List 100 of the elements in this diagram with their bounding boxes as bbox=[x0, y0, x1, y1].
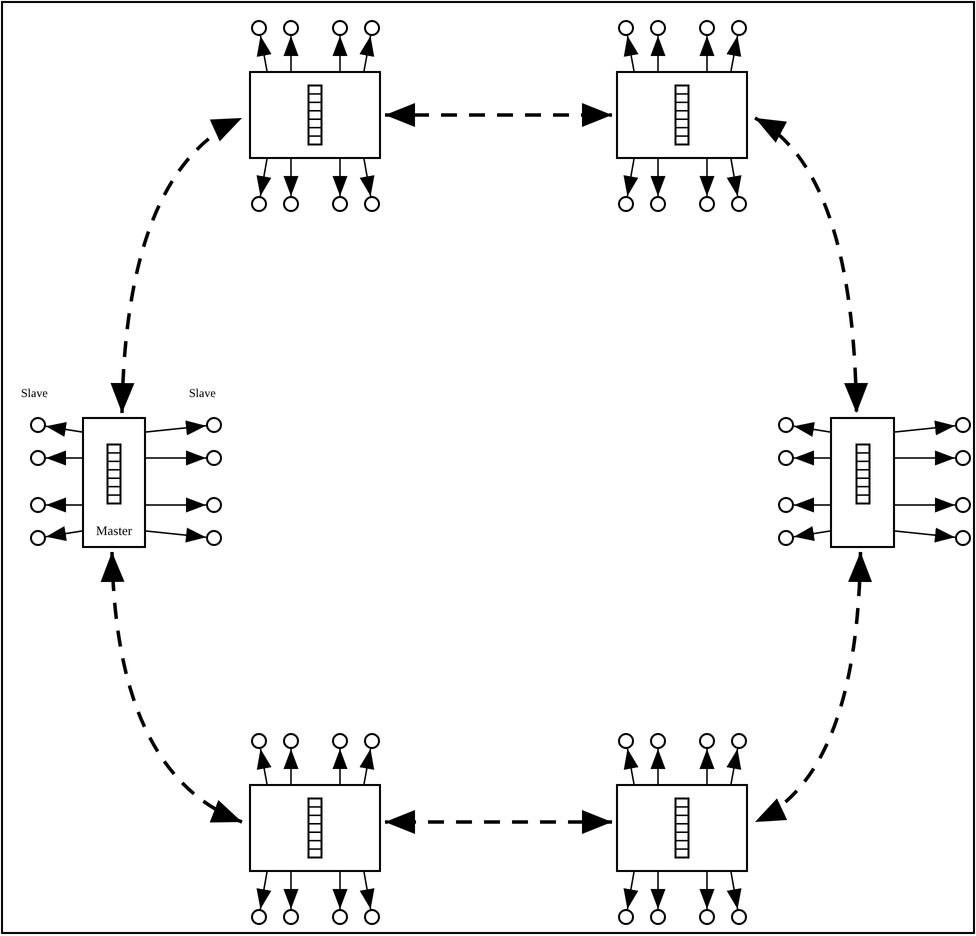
arrow bbox=[700, 872, 714, 909]
arrow bbox=[46, 422, 82, 437]
arrow bbox=[284, 872, 298, 909]
node-circle bbox=[283, 196, 299, 212]
node-circle bbox=[332, 196, 348, 212]
device-box bbox=[249, 784, 381, 872]
dashed-double-arrow bbox=[101, 552, 243, 824]
arrow bbox=[256, 872, 272, 910]
arrow bbox=[359, 36, 374, 72]
node-circle bbox=[731, 196, 747, 212]
arrow bbox=[650, 36, 666, 71]
arrow bbox=[624, 36, 639, 72]
dashed-double-arrow bbox=[754, 552, 872, 824]
node-circle bbox=[650, 20, 666, 36]
node-circle bbox=[283, 909, 299, 925]
box-label: Master bbox=[94, 524, 134, 538]
node-circle bbox=[955, 417, 971, 433]
arrow bbox=[726, 872, 742, 910]
node-circle bbox=[332, 20, 348, 36]
node-circle bbox=[251, 196, 267, 212]
node-circle bbox=[364, 196, 380, 212]
node-circle bbox=[778, 450, 794, 466]
node-circle bbox=[778, 530, 794, 546]
arrow bbox=[332, 749, 348, 784]
dashed-double-arrow bbox=[754, 116, 868, 414]
arrow bbox=[700, 159, 714, 196]
node-circle bbox=[778, 417, 794, 433]
arrow bbox=[700, 36, 714, 71]
node-circle bbox=[364, 909, 380, 925]
node-circle bbox=[30, 497, 46, 513]
node-circle bbox=[251, 20, 267, 36]
node-circle bbox=[332, 733, 348, 749]
arrow bbox=[726, 158, 742, 196]
node-circle bbox=[364, 733, 380, 749]
node-circle bbox=[206, 530, 222, 546]
device-box bbox=[249, 71, 381, 159]
arrow bbox=[284, 36, 298, 71]
arrow bbox=[256, 158, 272, 196]
arrow bbox=[894, 528, 956, 543]
node-circle bbox=[731, 733, 747, 749]
node-circle bbox=[955, 450, 971, 466]
device-box bbox=[830, 417, 895, 548]
arrow bbox=[284, 159, 298, 196]
node-circle bbox=[206, 497, 222, 513]
arrow bbox=[332, 159, 348, 196]
node-circle bbox=[618, 733, 634, 749]
arrow bbox=[256, 36, 272, 72]
arrow bbox=[46, 450, 82, 466]
arrow bbox=[650, 159, 666, 196]
node-circle bbox=[30, 530, 46, 546]
node-circle bbox=[699, 733, 715, 749]
arrow bbox=[650, 749, 666, 784]
node-circle bbox=[30, 417, 46, 433]
arrow bbox=[46, 526, 82, 541]
arrow bbox=[146, 528, 206, 543]
arrow bbox=[624, 158, 638, 196]
node-circle bbox=[332, 909, 348, 925]
node-circle bbox=[251, 909, 267, 925]
device-box bbox=[82, 417, 146, 548]
node-circle bbox=[364, 20, 380, 36]
node-circle bbox=[30, 450, 46, 466]
node-circle bbox=[955, 530, 971, 546]
dashed-double-arrow bbox=[385, 810, 612, 834]
arrow bbox=[794, 498, 830, 512]
node-circle bbox=[206, 450, 222, 466]
arrow bbox=[794, 422, 830, 437]
arrow bbox=[726, 748, 742, 784]
node-circle bbox=[618, 196, 634, 212]
arrow bbox=[146, 450, 206, 466]
arrow bbox=[332, 36, 348, 71]
node-circle bbox=[699, 196, 715, 212]
node-circle bbox=[955, 497, 971, 513]
node-circle bbox=[731, 909, 747, 925]
arrow bbox=[332, 872, 348, 909]
dashed-double-arrow bbox=[385, 103, 612, 127]
arrow bbox=[46, 498, 82, 512]
arrow bbox=[650, 872, 666, 909]
node-circle bbox=[778, 497, 794, 513]
node-circle bbox=[251, 733, 267, 749]
arrow bbox=[700, 749, 714, 784]
arrow bbox=[726, 36, 742, 72]
node-circle bbox=[283, 20, 299, 36]
arrow bbox=[624, 748, 639, 784]
arrow bbox=[360, 158, 374, 196]
node-circle bbox=[699, 909, 715, 925]
node-circle bbox=[650, 196, 666, 212]
arrow bbox=[794, 450, 830, 466]
arrow bbox=[146, 420, 206, 436]
arrow bbox=[256, 748, 272, 784]
arrow bbox=[146, 498, 206, 512]
node-circle bbox=[699, 20, 715, 36]
arrow bbox=[794, 526, 830, 541]
node-circle bbox=[650, 909, 666, 925]
arrow bbox=[624, 872, 638, 910]
arrow bbox=[895, 498, 955, 512]
device-box bbox=[616, 784, 748, 872]
arrow bbox=[360, 872, 374, 910]
column-label: Slave bbox=[21, 386, 48, 400]
device-box bbox=[616, 71, 748, 159]
node-circle bbox=[650, 733, 666, 749]
